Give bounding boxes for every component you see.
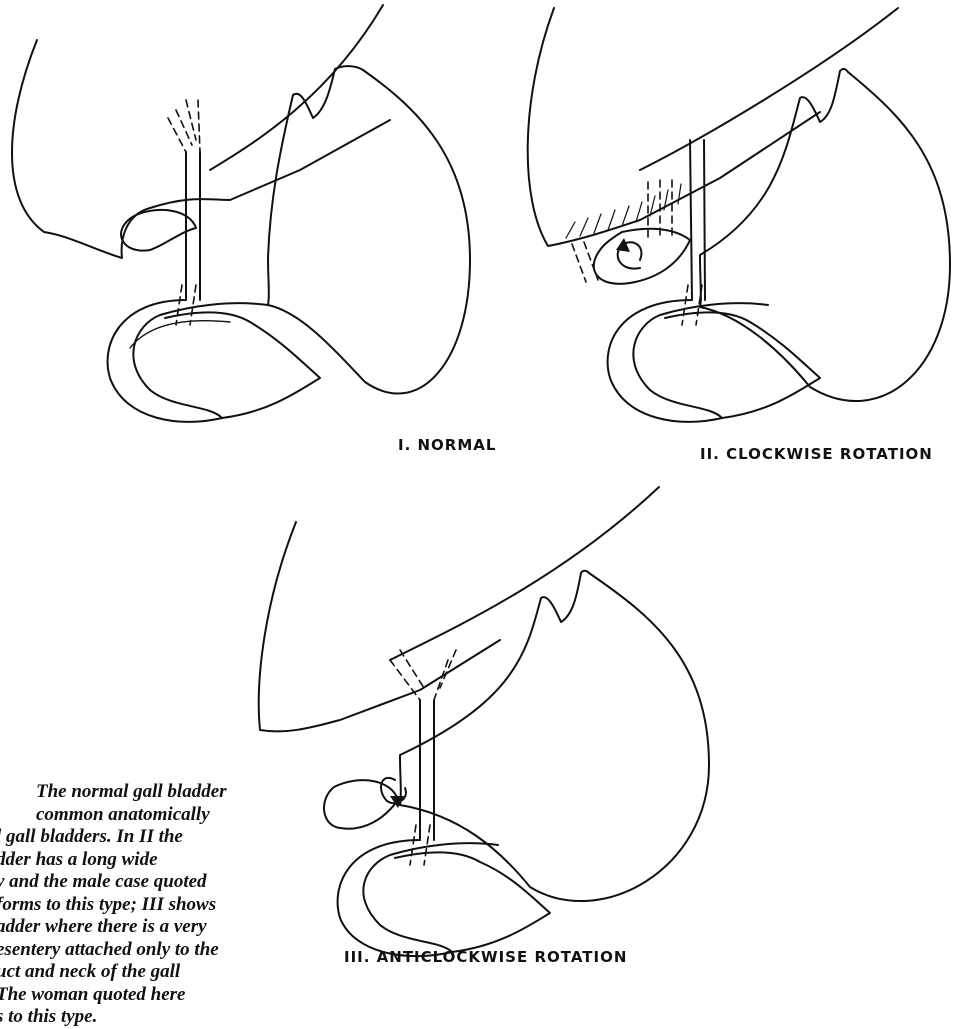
bile-duct bbox=[186, 152, 200, 300]
caption-line: forms to this type; III shows bbox=[0, 894, 326, 917]
liver-outline-2 bbox=[528, 8, 820, 246]
liver-outline-3 bbox=[259, 522, 500, 731]
panel-label-anticlockwise: III. ANTICLOCKWISE ROTATION bbox=[344, 948, 627, 966]
panel-normal-drawing bbox=[12, 5, 470, 422]
caption-line: l gall bladders. In II the bbox=[0, 826, 326, 849]
caption-line: adder where there is a very bbox=[0, 916, 326, 939]
caption-line: The woman quoted here bbox=[0, 984, 326, 1007]
panel-anticlockwise-drawing bbox=[259, 487, 709, 956]
panel-clockwise-drawing bbox=[528, 8, 950, 422]
hepatic-duct-dashed-3 bbox=[390, 650, 456, 700]
bile-duct-3 bbox=[420, 700, 434, 840]
gallbladder-3 bbox=[324, 780, 398, 829]
figure-caption: The normal gall bladder common anatomica… bbox=[0, 781, 326, 1029]
liver-top-edge bbox=[210, 5, 383, 170]
stomach-outline bbox=[268, 66, 470, 393]
stomach-outline-3 bbox=[400, 571, 709, 901]
panel-label-normal: I. NORMAL bbox=[398, 436, 496, 454]
caption-line: common anatomically bbox=[0, 804, 326, 827]
duodenum-inner-3 bbox=[395, 852, 550, 952]
panel-label-clockwise: II. CLOCKWISE ROTATION bbox=[700, 445, 933, 463]
caption-line: uct and neck of the gall bbox=[0, 961, 326, 984]
caption-line: esentery attached only to the bbox=[0, 939, 326, 962]
caption-line: s to this type. bbox=[0, 1006, 326, 1029]
hepatic-duct-dashed bbox=[168, 100, 200, 152]
stomach-outline-2 bbox=[700, 69, 950, 401]
duodenum-inner bbox=[165, 312, 320, 418]
duodenum-inner-2 bbox=[665, 312, 820, 418]
bile-duct-2 bbox=[690, 140, 705, 300]
liver-top-edge-3 bbox=[390, 487, 659, 660]
rotation-arrowhead-2 bbox=[616, 238, 630, 252]
caption-line: dder has a long wide bbox=[0, 849, 326, 872]
gallbladder bbox=[121, 210, 196, 251]
caption-line: The normal gall bladder bbox=[0, 781, 326, 804]
caption-line: y and the male case quoted bbox=[0, 871, 326, 894]
duodenum-outer-3 bbox=[338, 840, 498, 956]
